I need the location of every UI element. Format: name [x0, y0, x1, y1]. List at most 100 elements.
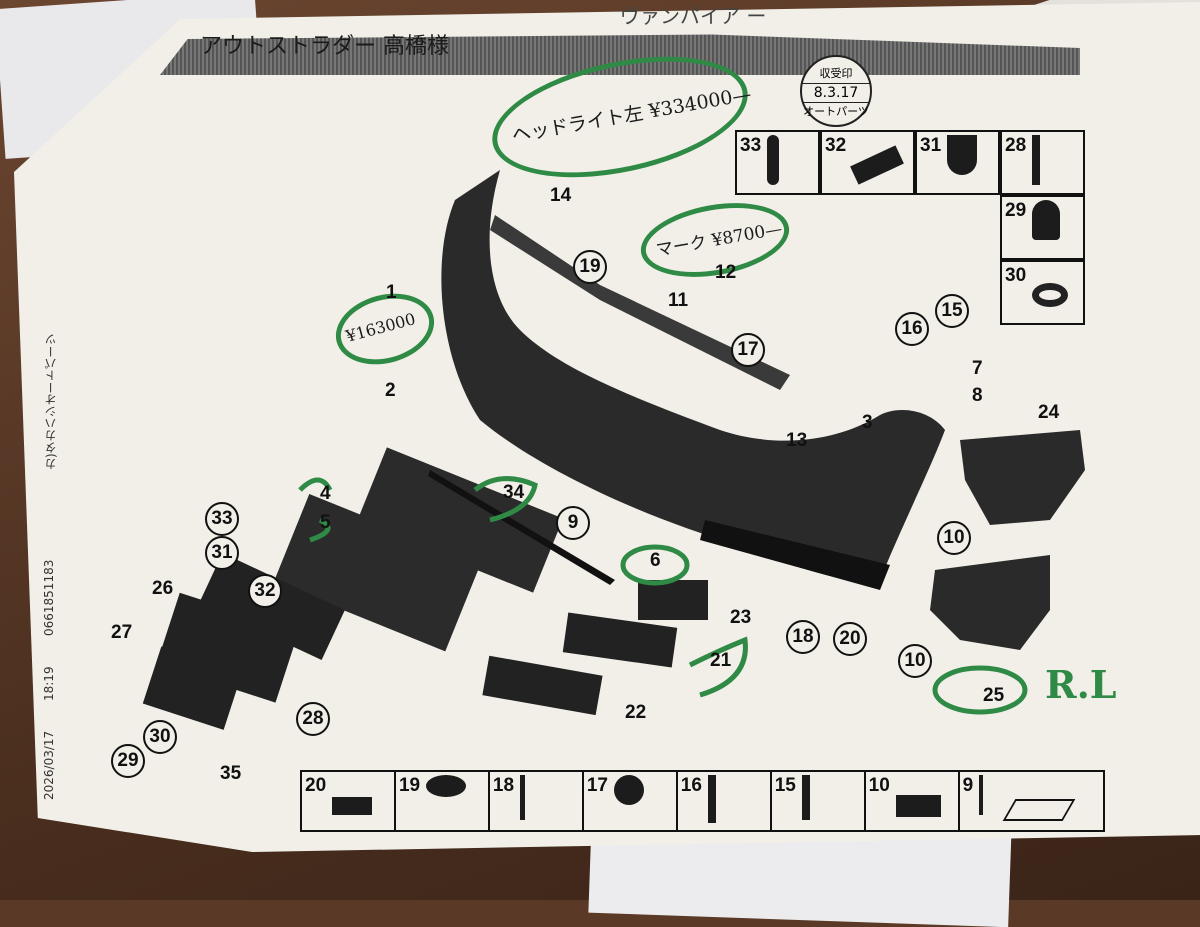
parts-cell: 29: [1000, 195, 1085, 260]
parts-cell: 16: [678, 772, 772, 830]
small-parts-table-bottom: 20 19 18 17 16 15 10 9: [300, 770, 1105, 832]
clip-icon: [947, 135, 978, 175]
side-note: R.L: [1045, 662, 1117, 707]
callout: 9: [556, 506, 590, 540]
callout: 27: [111, 622, 133, 643]
bolt-icon: [767, 135, 780, 185]
bumper-diagram: [142, 170, 1085, 730]
screw-icon: [801, 775, 810, 820]
callout: 7: [972, 358, 983, 379]
date-stamp: 収受印 8.3.17 オートパーツ: [800, 55, 872, 127]
parts-cell: 18: [490, 772, 584, 830]
callout: 1: [386, 282, 397, 303]
callout: 13: [786, 430, 808, 451]
callout: 26: [152, 578, 174, 599]
callout: 24: [1038, 402, 1060, 423]
fastener-icon: [707, 775, 716, 823]
callout: 12: [715, 262, 737, 283]
cover-23: [638, 580, 708, 620]
callout: 17: [731, 333, 765, 367]
cell-number: 33: [740, 135, 762, 156]
callout: 34: [503, 482, 525, 503]
cell-number: 17: [586, 775, 608, 796]
callout: 29: [111, 744, 145, 778]
callout: 19: [573, 250, 607, 284]
callout: 10: [937, 521, 971, 555]
cell-number: 32: [825, 135, 847, 156]
plate-30: [142, 646, 243, 730]
callout: 10: [898, 644, 932, 678]
stamp-top: 収受印: [819, 67, 853, 80]
callout: 33: [205, 502, 239, 536]
callout: 8: [972, 385, 983, 406]
cell-number: 10: [868, 775, 890, 796]
parts-cell: 20: [302, 772, 396, 830]
callout: 18: [786, 620, 820, 654]
cell-number: 20: [305, 775, 327, 796]
customer-title: アウトストラダー 高橋様: [200, 34, 449, 59]
parts-cell: 10: [866, 772, 960, 830]
stamp-date: 8.3.17: [802, 83, 870, 103]
bumper-lower-lip: [700, 520, 890, 590]
callout: 22: [625, 702, 647, 723]
parts-cell: 33: [735, 130, 820, 195]
cell-number: 16: [680, 775, 702, 796]
cell-number: 9: [962, 775, 974, 796]
side-grille-22: [482, 655, 603, 716]
parts-cell: 31: [915, 130, 1000, 195]
callout: 21: [710, 650, 732, 671]
cell-number: 29: [1005, 200, 1027, 221]
grille-center: [356, 447, 564, 593]
callout: 14: [550, 185, 572, 206]
grommet-icon: [426, 775, 467, 797]
callout: 4: [320, 483, 331, 504]
cell-number: 15: [774, 775, 796, 796]
parts-cell: 28: [1000, 130, 1085, 195]
callout: 2: [385, 380, 396, 401]
callout: 31: [205, 536, 239, 570]
green-marker-marks: [298, 476, 1028, 715]
cell-number: 19: [398, 775, 421, 796]
pad-icon: [850, 145, 905, 185]
washer-icon: [1032, 283, 1069, 307]
cell-number: 31: [920, 135, 942, 156]
parts-cell: 19: [396, 772, 490, 830]
callout: 30: [143, 720, 177, 754]
callout: 25: [983, 685, 1005, 706]
stamp-bottom: オートパーツ: [803, 105, 869, 118]
callout: 3: [862, 412, 873, 433]
callout: 20: [833, 622, 867, 656]
side-grille-21: [562, 612, 678, 668]
callout: 32: [248, 574, 282, 608]
callout: 6: [650, 550, 661, 571]
faded-header-text: ヴァンパイア ー: [620, 4, 767, 28]
bracket-10: [930, 555, 1050, 650]
plate-26: [199, 553, 345, 660]
front-bumper: [441, 170, 945, 581]
cell-number: 18: [492, 775, 515, 796]
callout: 16: [895, 312, 929, 346]
cell-number: 30: [1005, 265, 1027, 286]
screw-icon: [1032, 135, 1041, 185]
cell-number: 28: [1005, 135, 1027, 156]
strip-34: [428, 470, 615, 585]
pin-icon: [979, 775, 984, 815]
parts-cell: 9: [960, 772, 1103, 830]
callout: 28: [296, 702, 330, 736]
clip-icon: [613, 775, 644, 805]
callout: 35: [220, 763, 242, 784]
pin-icon: [520, 775, 526, 820]
bracket-24: [960, 430, 1085, 525]
parts-cell: 32: [820, 130, 915, 195]
parts-cell: 15: [772, 772, 866, 830]
callout: 23: [730, 607, 752, 628]
callout: 5: [320, 512, 331, 533]
parts-cell: 17: [584, 772, 678, 830]
callout: 11: [668, 290, 689, 311]
bracket-icon: [332, 797, 373, 815]
tape-icon: [1002, 799, 1076, 821]
callout: 15: [935, 294, 969, 328]
small-parts-table-top: 33 32 31 28 29 30: [735, 130, 1085, 325]
bracket-icon: [895, 795, 941, 817]
bumper-upper-trim: [490, 215, 790, 390]
